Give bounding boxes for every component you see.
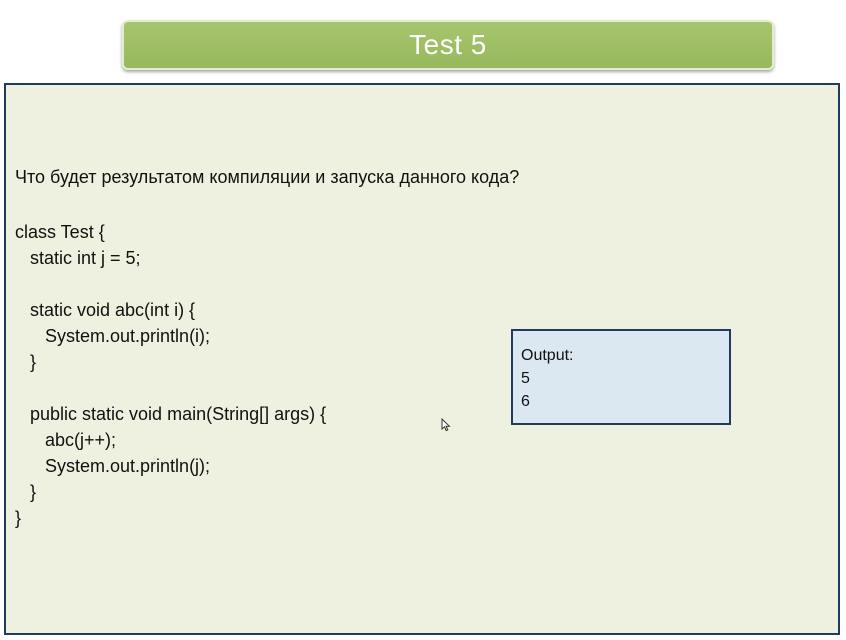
code-line: System.out.println(j); [15,456,211,476]
code-block: class Test { static int j = 5; static vo… [15,219,326,531]
code-line: } [15,482,37,502]
title-banner: Test 5 [122,20,774,70]
code-line: static int j = 5; [15,248,141,268]
code-line [15,271,326,297]
question-text: Что будет результатом компиляции и запус… [15,167,520,187]
output-label: Output: [521,347,574,364]
output-box: Output: 5 6 [511,329,731,425]
code-line [15,375,326,401]
code-line: abc(j++); [15,430,117,450]
code-line: } [15,508,22,528]
output-line: 6 [521,393,530,410]
code-line: System.out.println(i); [15,326,211,346]
code-line: } [15,352,37,372]
code-line: static void abc(int i) { [15,300,196,320]
output-line: 5 [521,370,530,387]
code-line: class Test { [15,222,105,242]
slide-title: Test 5 [409,29,487,60]
code-line: public static void main(String[] args) { [15,404,327,424]
mouse-pointer-icon [441,418,451,432]
